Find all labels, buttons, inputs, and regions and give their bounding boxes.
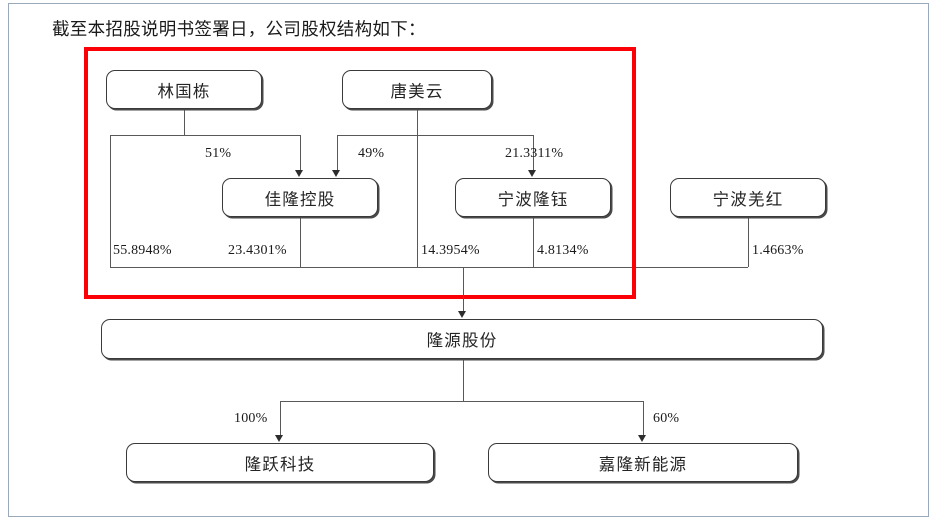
node-jialong-new-energy[interactable]: 嘉隆新能源 bbox=[488, 443, 798, 482]
connector-longyuan-stem bbox=[463, 359, 464, 401]
arrow-lin-to-jialong bbox=[295, 170, 304, 177]
highlight-rectangle bbox=[84, 47, 636, 299]
connector-longyu-direct-leg bbox=[533, 217, 534, 267]
arrow-to-longyue bbox=[275, 435, 284, 442]
node-ningbo-longyu[interactable]: 宁波隆钰 bbox=[455, 178, 611, 217]
connector-tang-direct-leg bbox=[417, 109, 418, 267]
node-tang-meiyun[interactable]: 唐美云 bbox=[342, 70, 492, 109]
node-label: 佳隆控股 bbox=[264, 189, 336, 209]
connector-longyuan-split-rail bbox=[280, 401, 643, 402]
connector-tang-split-rail bbox=[337, 135, 533, 136]
percent-longyuan-to-longyue: 100% bbox=[234, 411, 268, 426]
node-longyuan-shares[interactable]: 隆源股份 bbox=[101, 319, 823, 359]
connector-qianghong-direct-leg bbox=[748, 217, 749, 267]
percent-lin-direct: 55.8948% bbox=[113, 243, 172, 258]
node-label: 隆跃科技 bbox=[244, 454, 316, 474]
connector-tang-to-jialong-leg bbox=[337, 135, 338, 171]
node-jialong-holding[interactable]: 佳隆控股 bbox=[222, 178, 378, 217]
percent-lin-to-jialong: 51% bbox=[205, 146, 232, 161]
connector-to-new-energy-leg bbox=[643, 401, 644, 436]
percent-tang-to-jialong: 49% bbox=[358, 146, 385, 161]
percent-tang-to-longyu: 21.3311% bbox=[505, 146, 564, 161]
connector-trunk-to-longyuan bbox=[463, 267, 464, 312]
node-longyue-tech[interactable]: 隆跃科技 bbox=[126, 443, 434, 482]
node-label: 唐美云 bbox=[390, 81, 444, 101]
connector-tang-to-longyu-leg bbox=[533, 135, 534, 171]
node-label: 宁波羌红 bbox=[712, 189, 784, 209]
percent-longyuan-to-new-energy: 60% bbox=[653, 411, 680, 426]
connector-lin-direct-leg bbox=[110, 135, 111, 267]
arrow-to-new-energy bbox=[638, 435, 647, 442]
connector-jialong-direct-leg bbox=[300, 217, 301, 267]
arrow-tang-to-longyu bbox=[528, 170, 537, 177]
node-ningbo-qianghong[interactable]: 宁波羌红 bbox=[670, 178, 826, 217]
percent-jialong-direct: 23.4301% bbox=[228, 243, 287, 258]
arrow-tang-to-jialong bbox=[332, 170, 341, 177]
percent-longyu-direct: 4.8134% bbox=[537, 243, 589, 258]
node-label: 嘉隆新能源 bbox=[598, 454, 688, 474]
node-lin-guodong[interactable]: 林国栋 bbox=[106, 70, 262, 109]
arrow-to-longyuan bbox=[458, 311, 467, 318]
connector-lin-split-rail bbox=[110, 135, 300, 136]
node-label: 隆源股份 bbox=[426, 331, 498, 350]
connector-collecting-rail bbox=[110, 267, 748, 268]
connector-lin-to-jialong-leg bbox=[300, 135, 301, 171]
percent-tang-direct: 14.3954% bbox=[421, 243, 480, 258]
percent-qianghong-direct: 1.4663% bbox=[752, 243, 804, 258]
connector-lin-stem bbox=[184, 109, 185, 135]
page-title: 截至本招股说明书签署日，公司股权结构如下： bbox=[52, 19, 426, 39]
node-label: 宁波隆钰 bbox=[497, 189, 569, 209]
connector-to-longyue-leg bbox=[280, 401, 281, 436]
node-label: 林国栋 bbox=[157, 81, 211, 101]
